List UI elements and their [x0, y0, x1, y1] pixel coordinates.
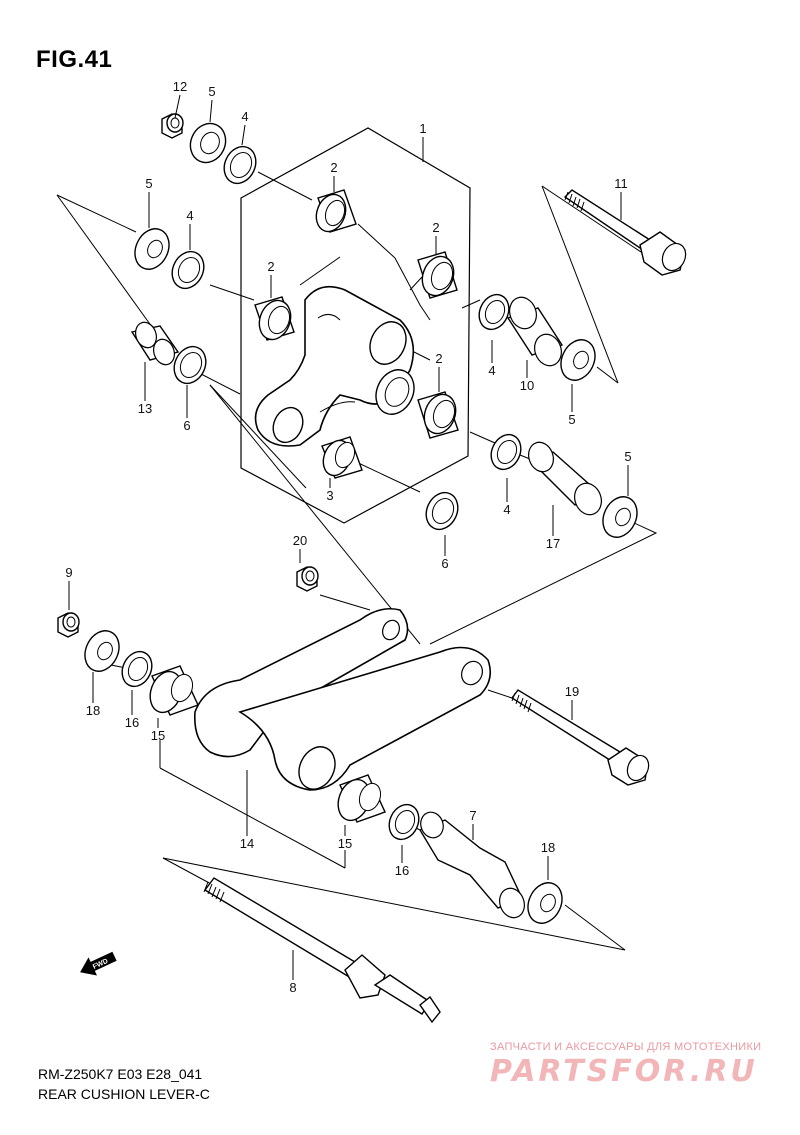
part-label-17[interactable]: 17	[546, 536, 560, 551]
part-4-seal-right-top[interactable]	[474, 290, 515, 334]
part-3-bearing[interactable]	[319, 436, 363, 480]
part-2-bearing-a[interactable]	[311, 189, 357, 236]
part-label-5[interactable]: 5	[145, 176, 152, 191]
part-label-4[interactable]: 4	[503, 502, 510, 517]
part-9-nut[interactable]	[57, 612, 80, 638]
part-label-5[interactable]: 5	[624, 449, 631, 464]
part-18-washer-right[interactable]	[522, 877, 569, 929]
part-4-seal-top[interactable]	[218, 141, 261, 188]
part-label-16[interactable]: 16	[395, 863, 409, 878]
figure-title: FIG.41	[36, 46, 113, 73]
part-17-spacer[interactable]	[525, 439, 606, 519]
part-16-seal-right[interactable]	[384, 800, 425, 844]
watermark-tagline: ЗАПЧАСТИ И АКСЕССУАРЫ ДЛЯ МОТОТЕХНИКИ	[490, 1041, 762, 1053]
part-1-cushion-lever[interactable]	[254, 285, 421, 448]
part-18-washer-left[interactable]	[79, 625, 126, 677]
fwd-arrow-icon: FWD	[80, 951, 117, 976]
part-label-18[interactable]: 18	[86, 703, 100, 718]
part-8-bolt[interactable]	[203, 877, 441, 1024]
part-label-9[interactable]: 9	[65, 565, 72, 580]
part-6-seal-bottom[interactable]	[420, 487, 463, 534]
watermark-logo: PARTSFOR.RU	[490, 1054, 758, 1089]
figure-description: REAR CUSHION LEVER-C	[38, 1086, 210, 1102]
part-6-seal-left[interactable]	[168, 341, 211, 388]
part-label-3[interactable]: 3	[326, 488, 333, 503]
part-19-bolt[interactable]	[510, 689, 653, 786]
part-label-18[interactable]: 18	[541, 840, 555, 855]
part-11-bolt[interactable]	[563, 189, 690, 276]
part-13-spacer[interactable]	[130, 319, 180, 367]
part-label-14[interactable]: 14	[240, 836, 254, 851]
leader-lines	[68, 94, 629, 980]
part-4-seal-right-bottom[interactable]	[486, 430, 527, 474]
part-label-11[interactable]: 11	[614, 176, 628, 191]
leader-line-4	[241, 124, 246, 146]
upper-assembly-frame	[240, 127, 471, 524]
part-15-bearing-right[interactable]	[333, 774, 386, 825]
part-4-seal-left[interactable]	[166, 246, 209, 293]
part-label-15[interactable]: 15	[338, 836, 352, 851]
part-label-4[interactable]: 4	[488, 363, 495, 378]
part-2-bearing-b[interactable]	[417, 251, 459, 300]
part-5-washer-left[interactable]	[129, 223, 176, 275]
part-16-seal-left[interactable]	[117, 647, 158, 691]
part-label-2[interactable]: 2	[432, 220, 439, 235]
part-label-2[interactable]: 2	[330, 160, 337, 175]
part-10-spacer[interactable]	[505, 294, 565, 370]
part-label-15[interactable]: 15	[151, 728, 165, 743]
part-label-16[interactable]: 16	[125, 715, 139, 730]
part-label-5[interactable]: 5	[208, 84, 215, 99]
part-14-cushion-rod[interactable]	[193, 607, 491, 795]
part-2-bearing-d[interactable]	[417, 390, 461, 439]
part-5-washer-right-bottom[interactable]	[597, 491, 644, 543]
part-12-nut[interactable]	[161, 113, 184, 139]
part-5-washer-right-top[interactable]	[555, 334, 602, 386]
part-label-2[interactable]: 2	[435, 351, 442, 366]
part-label-6[interactable]: 6	[183, 418, 190, 433]
guide-lines	[56, 171, 658, 951]
part-label-12[interactable]: 12	[173, 79, 187, 94]
part-15-bearing-left[interactable]	[145, 665, 199, 717]
part-label-10[interactable]: 10	[520, 378, 534, 393]
part-label-13[interactable]: 13	[138, 401, 152, 416]
part-label-1[interactable]: 1	[419, 121, 426, 136]
part-2-bearing-c[interactable]	[254, 296, 296, 344]
part-label-19[interactable]: 19	[565, 684, 579, 699]
part-5-washer-top[interactable]	[184, 118, 232, 169]
part-20-nut[interactable]	[296, 566, 319, 592]
part-label-5[interactable]: 5	[568, 412, 575, 427]
part-label-20[interactable]: 20	[293, 533, 307, 548]
fwd-label: FWD	[92, 958, 109, 971]
figure-code: RM-Z250K7 E03 E28_041	[38, 1066, 203, 1082]
part-7-spacer[interactable]	[417, 809, 528, 921]
part-label-4[interactable]: 4	[186, 208, 193, 223]
leader-line-5	[209, 99, 213, 123]
part-label-2[interactable]: 2	[267, 259, 274, 274]
part-label-7[interactable]: 7	[469, 808, 476, 823]
part-label-6[interactable]: 6	[441, 556, 448, 571]
part-label-8[interactable]: 8	[289, 980, 296, 995]
part-label-4[interactable]: 4	[241, 109, 248, 124]
leader-line-12	[174, 94, 181, 119]
